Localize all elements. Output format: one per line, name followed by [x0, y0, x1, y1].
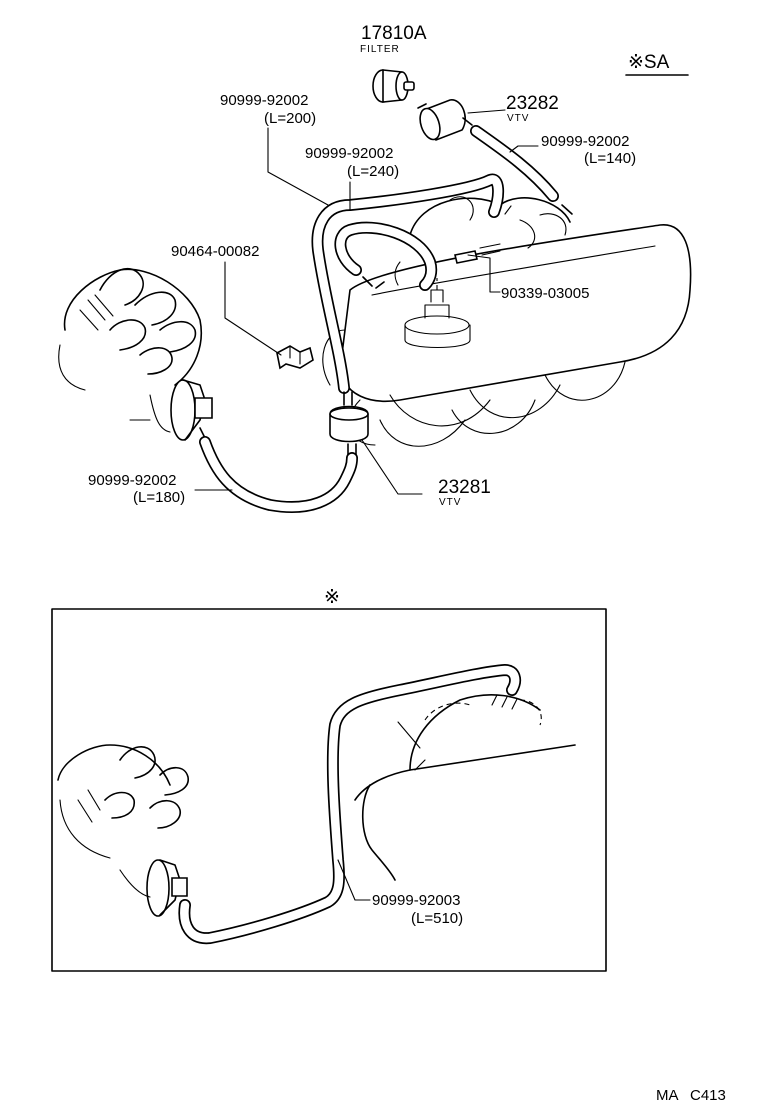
sa-mark: ※SA: [628, 52, 670, 73]
hose-140-length: (L=140): [584, 150, 636, 167]
clip-90464-00082: [276, 345, 314, 370]
filter-17810a: [372, 69, 415, 103]
inset-hose-length: (L=510): [411, 910, 463, 927]
hose-180-length: (L=180): [133, 489, 185, 506]
vtv-23281: [329, 391, 369, 459]
inset-hose-part-number: 90999-92003: [372, 892, 460, 909]
vtv-bottom-label: VTV: [439, 497, 461, 508]
hose-l240: [334, 221, 438, 291]
plug-90339-03005: [454, 250, 478, 264]
leader-lines: [194, 109, 539, 495]
hose-l140: [470, 125, 573, 215]
vtv-23282: [417, 99, 473, 142]
plug-part-number: 90339-03005: [501, 285, 589, 302]
hose-200-length: (L=200): [264, 110, 316, 127]
intake-manifold: [322, 196, 692, 447]
footer-code-left: MA: [656, 1087, 679, 1104]
filter-part-number: 17810A: [361, 23, 427, 44]
footer-code-right: C413: [690, 1087, 726, 1104]
hose-l200: [311, 173, 505, 394]
hose-l510: [178, 664, 522, 945]
distributor: [58, 267, 213, 441]
clip-part-number: 90464-00082: [171, 243, 259, 260]
hose-240-length: (L=240): [347, 163, 399, 180]
vtv-top-label: VTV: [507, 113, 529, 124]
vtv-bottom-part-number: 23281: [438, 477, 491, 498]
inset-view: ※ 90999-92003 (L=510): [51, 587, 607, 972]
hose-200-part-number: 90999-92002: [220, 92, 308, 109]
hose-240-part-number: 90999-92002: [305, 145, 393, 162]
main-assembly-view: 17810A FILTER ※SA 23282 VTV 90999-92002 …: [58, 23, 692, 514]
hose-140-part-number: 90999-92002: [541, 133, 629, 150]
vtv-top-part-number: 23282: [506, 93, 559, 114]
filter-label: FILTER: [360, 44, 400, 55]
inset-frame: [51, 608, 607, 972]
hose-l180: [199, 436, 358, 514]
inset-mark: ※: [324, 587, 340, 608]
hose-180-part-number: 90999-92002: [88, 472, 176, 489]
